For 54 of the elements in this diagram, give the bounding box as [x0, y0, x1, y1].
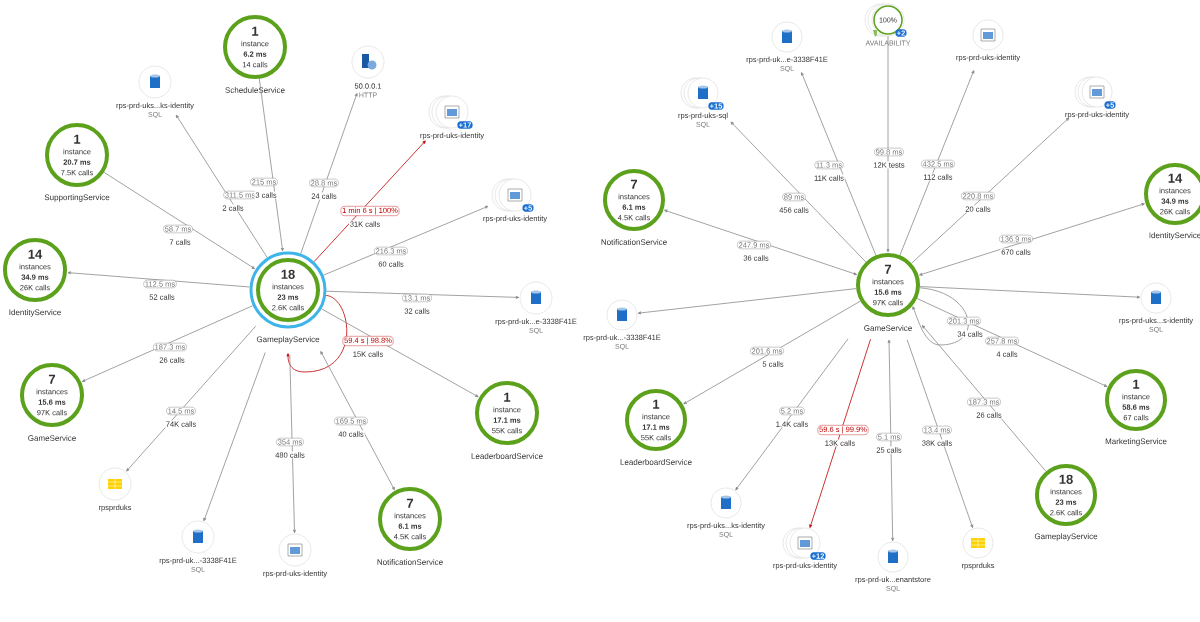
node-label: 1	[74, 134, 81, 144]
arrow	[67, 271, 250, 288]
service-name: IdentityService	[1149, 232, 1200, 240]
arrow	[919, 203, 1145, 276]
arrow	[735, 338, 849, 491]
node-label: 18	[281, 269, 295, 279]
arrow	[300, 93, 358, 255]
arrow	[637, 288, 857, 315]
node-label: 1	[1133, 379, 1140, 389]
arrow	[912, 287, 969, 346]
node-label: 14	[28, 249, 43, 259]
node-label: 1	[252, 26, 259, 36]
node-label: 7	[884, 264, 892, 274]
service-name: NotificationService	[601, 239, 667, 245]
service-name: IdentityService	[9, 309, 61, 317]
arrow	[313, 140, 426, 263]
node-label: 14	[1168, 173, 1183, 183]
service-name: GameService	[28, 435, 76, 441]
arrow	[81, 305, 254, 382]
arrow	[126, 325, 257, 472]
arrow	[911, 117, 1070, 264]
service-name: SupportingService	[44, 194, 110, 202]
arrow	[203, 352, 266, 522]
arrow	[919, 286, 1141, 299]
arrow	[730, 121, 867, 263]
node-label: 7	[406, 498, 414, 508]
service-name: LeaderboardService	[620, 459, 692, 465]
arrow	[258, 78, 284, 252]
arrow	[286, 294, 348, 373]
arrow	[326, 290, 520, 299]
arrow	[921, 325, 1047, 472]
service-name: GameplayService	[256, 336, 320, 344]
arrow	[320, 351, 395, 491]
arrow	[887, 339, 895, 542]
arrow	[289, 355, 296, 534]
arrow	[664, 209, 858, 276]
arrow	[801, 72, 877, 256]
arrow	[809, 338, 871, 528]
arrow	[899, 70, 975, 256]
arrow	[886, 35, 890, 253]
service-name: GameService	[864, 325, 912, 331]
arrow	[103, 171, 256, 270]
service-name: NotificationService	[377, 559, 443, 565]
service-name: ScheduleService	[225, 87, 285, 93]
arrow	[683, 300, 861, 405]
arrow	[321, 308, 479, 398]
node-label: 18	[1059, 474, 1073, 484]
arrow	[175, 114, 268, 258]
service-name: LeaderboardService	[471, 453, 543, 459]
service-name: GameplayService	[1034, 533, 1098, 541]
arrow	[906, 339, 974, 529]
service-name: MarketingService	[1105, 438, 1167, 446]
node-label: 7	[48, 374, 56, 384]
arrow	[323, 205, 489, 276]
